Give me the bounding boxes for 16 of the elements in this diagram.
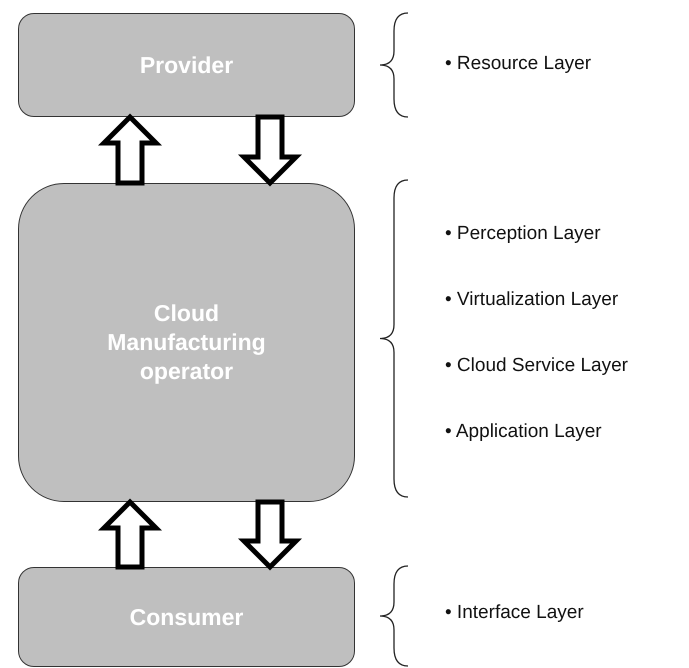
layer-list-item: • Cloud Service Layer: [445, 355, 628, 377]
block-arrow: [238, 114, 302, 187]
block-arrow: [238, 500, 302, 571]
process-box: [18, 183, 355, 502]
block-arrow: [98, 498, 162, 570]
process-box: [18, 13, 355, 117]
layer-list-item: • Perception Layer: [445, 223, 601, 245]
process-box: [18, 567, 355, 667]
layer-list-item: • Interface Layer: [445, 602, 584, 624]
block-arrow: [98, 113, 162, 186]
layer-list-item: • Virtualization Layer: [445, 289, 618, 311]
box-title: Provider: [140, 50, 234, 80]
box-title: Cloud Manufacturing operator: [106, 299, 267, 386]
box-title: Consumer: [130, 602, 244, 632]
layer-list-item: • Resource Layer: [445, 53, 592, 75]
layer-list-item: • Application Layer: [445, 421, 602, 443]
